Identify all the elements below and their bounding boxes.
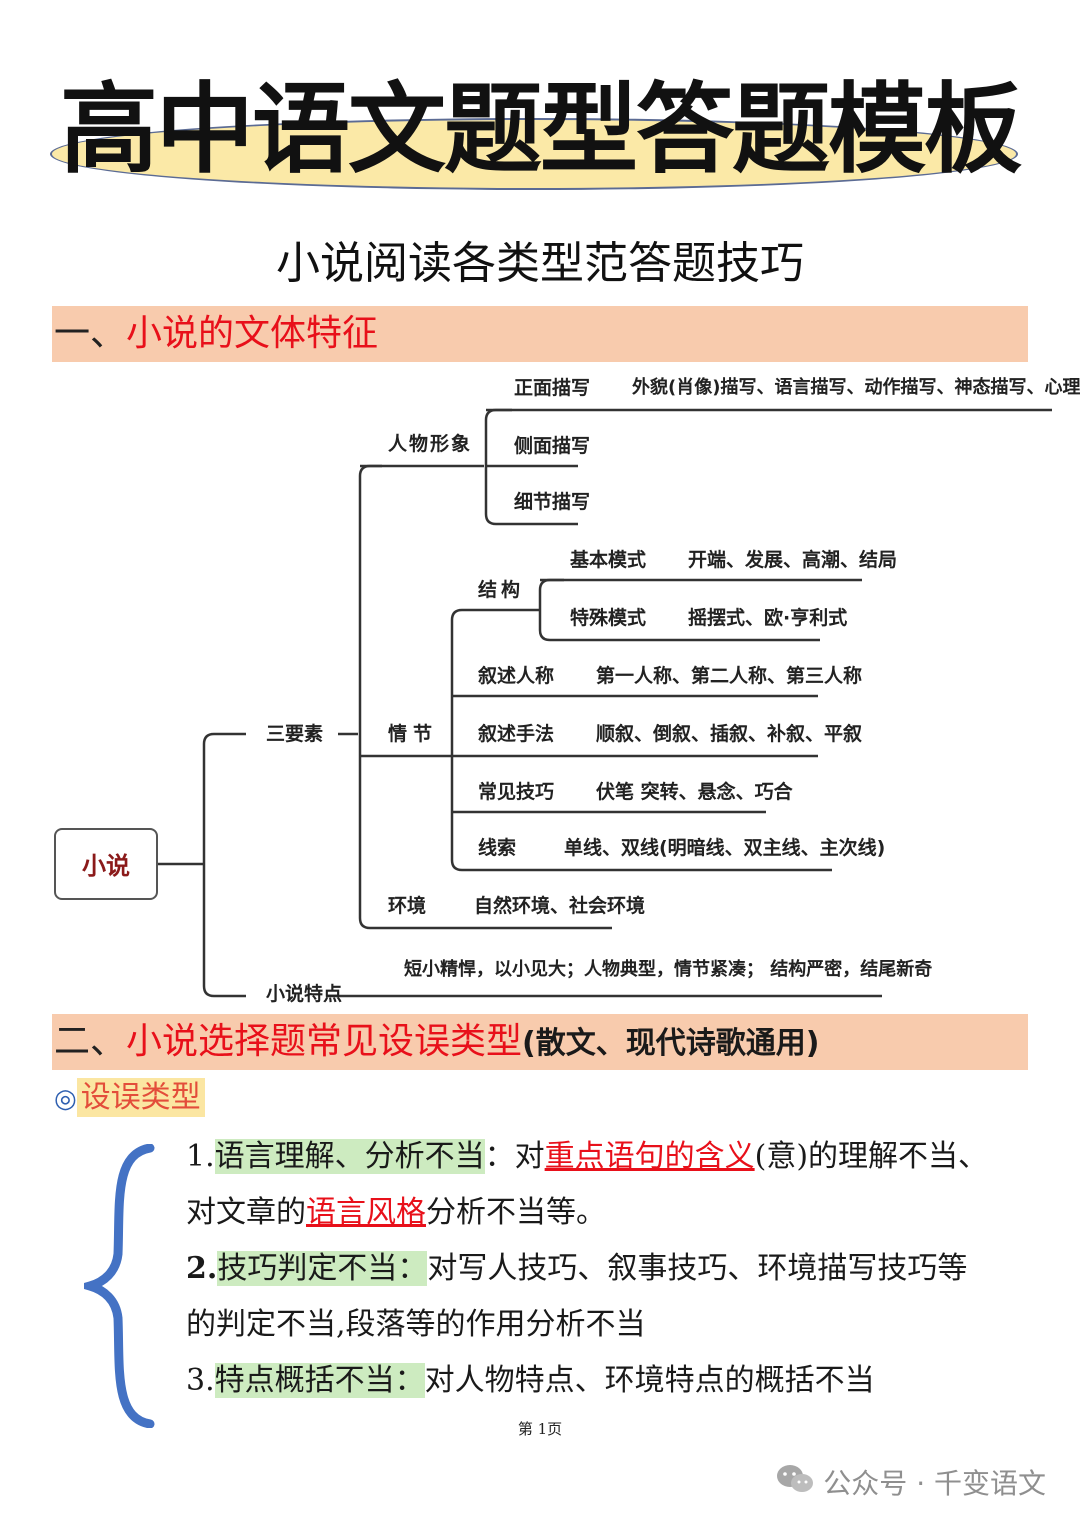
item-1-colon: ：	[484, 1139, 515, 1174]
item-2-number: 2.	[186, 1251, 218, 1286]
node-common-skills: 常见技巧	[478, 781, 555, 803]
error-item-1-line-2: 对文章的语言风格分析不当等。	[186, 1188, 606, 1238]
front-description-detail: 外貌(肖像)描写、语言描写、动作描写、神态描写、心理描写	[632, 377, 1080, 398]
item-1-key-term-1: 重点语句的含义	[544, 1139, 755, 1174]
error-item-2-line-1: 2.技巧判定不当：对写人技巧、叙事技巧、环境描写技巧等	[186, 1244, 967, 1294]
item-1-text-b: (意)的理解不当、	[754, 1139, 989, 1174]
left-brace-icon	[84, 1144, 155, 1428]
basic-mode-detail: 开端、发展、高潮、结局	[688, 549, 898, 571]
error-item-1-line-1: 1.语言理解、分析不当：对重点语句的含义(意)的理解不当、	[186, 1132, 988, 1182]
error-item-2-line-2: 的判定不当,段落等的作用分析不当	[186, 1307, 646, 1342]
node-character: 人物形象	[388, 433, 473, 455]
item-1-text-d: 分析不当等。	[426, 1195, 606, 1230]
watermark: 公众号 · 千变语文	[775, 1462, 1046, 1502]
mindmap-root: 小说	[54, 828, 158, 900]
item-2-heading: 技巧判定不当：	[217, 1251, 428, 1286]
node-clue: 线索	[478, 837, 517, 859]
section-2-number: 二、	[54, 1021, 127, 1062]
page-title: 高中语文题型答题模板	[59, 72, 1022, 187]
clue-detail: 单线、双线(明暗线、双主线、主次线)	[564, 837, 886, 859]
item-3-heading: 特点概括不当：	[214, 1363, 425, 1398]
item-2-text-a: 对写人技巧、叙事技巧、环境描写技巧等	[427, 1251, 968, 1286]
common-skills-detail: 伏笔 突转、悬念、巧合	[596, 781, 793, 803]
item-1-text-a: 对	[514, 1139, 545, 1174]
section-1-number: 一、	[54, 313, 127, 354]
error-types-label: 设误类型	[76, 1078, 205, 1117]
node-narrative-method: 叙述手法	[478, 723, 555, 745]
title-highlight-ellipse	[50, 118, 1018, 190]
node-front-description: 正面描写	[514, 377, 591, 399]
wechat-icon	[775, 1463, 815, 1502]
double-circle-icon: ◎	[54, 1084, 77, 1114]
node-detail-description: 细节描写	[514, 491, 591, 513]
section-2-header: 二、小说选择题常见设误类型(散文、现代诗歌通用)	[52, 1014, 1028, 1070]
environment-detail: 自然环境、社会环境	[474, 895, 646, 917]
node-features: 小说特点	[266, 983, 343, 1005]
node-narrative-person: 叙述人称	[478, 665, 555, 687]
node-side-description: 侧面描写	[514, 435, 591, 457]
error-types-heading: ◎设误类型	[54, 1076, 205, 1121]
item-1-text-c: 对文章的	[186, 1195, 306, 1230]
section-2-note: (散文、现代诗歌通用)	[522, 1026, 820, 1061]
node-environment: 环境	[388, 895, 427, 917]
features-detail: 短小精悍，以小见大；人物典型，情节紧凑； 结构严密，结尾新奇	[404, 959, 933, 980]
item-1-heading: 语言理解、分析不当	[214, 1139, 485, 1174]
node-three-elements: 三要素	[266, 723, 324, 745]
section-1-title: 小说的文体特征	[126, 313, 379, 354]
node-structure: 结构	[478, 579, 525, 601]
narrative-method-detail: 顺叙、倒叙、插叙、补叙、平叙	[596, 723, 863, 745]
page-number: 第 1页	[517, 1420, 563, 1438]
error-item-3-line-1: 3.特点概括不当：对人物特点、环境特点的概括不当	[186, 1356, 875, 1406]
item-1-key-term-2: 语言风格	[306, 1195, 426, 1230]
section-2-title: 小说选择题常见设误类型	[126, 1021, 523, 1062]
item-1-number: 1.	[186, 1139, 215, 1174]
section-1-header: 一、小说的文体特征	[52, 306, 1028, 362]
item-3-text-a: 对人物特点、环境特点的概括不当	[424, 1363, 875, 1398]
page-subtitle: 小说阅读各类型范答题技巧	[276, 238, 804, 289]
watermark-text: 公众号 · 千变语文	[823, 1467, 1046, 1500]
special-mode-detail: 摇摆式、欧·亨利式	[688, 607, 848, 629]
narrative-person-detail: 第一人称、第二人称、第三人称	[596, 665, 863, 687]
item-3-number: 3.	[186, 1363, 215, 1398]
node-special-mode: 特殊模式	[570, 607, 647, 629]
node-basic-mode: 基本模式	[570, 549, 647, 571]
node-plot: 情节	[388, 723, 439, 745]
